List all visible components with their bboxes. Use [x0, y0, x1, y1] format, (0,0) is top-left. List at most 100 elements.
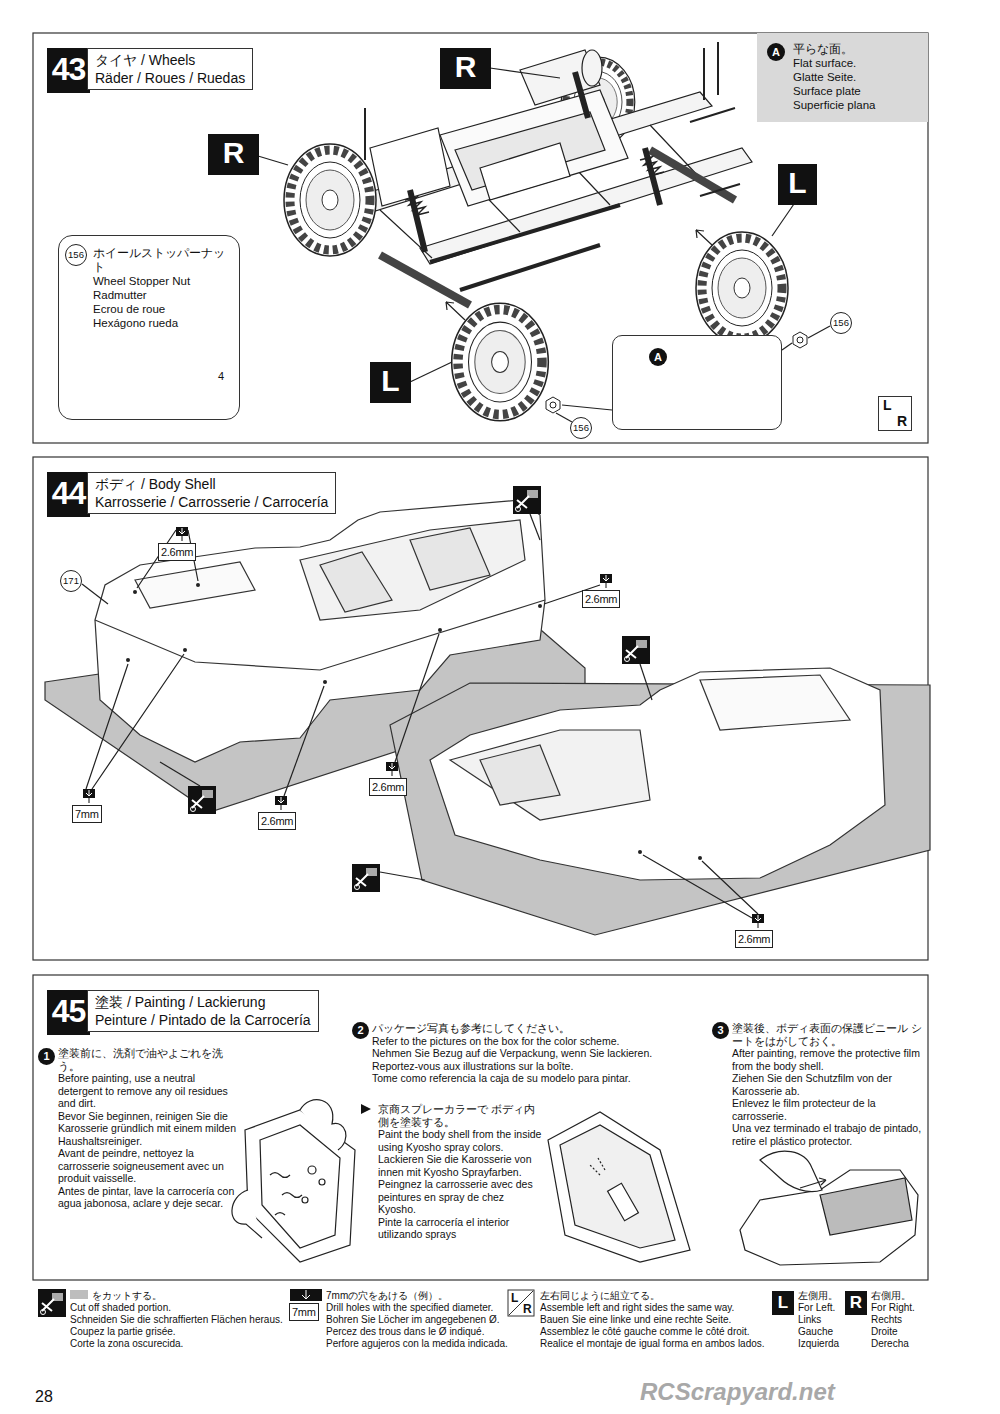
body-leader-lines	[137, 530, 198, 588]
legend-entry: Drill holes with the specified diameter.	[326, 1302, 511, 1314]
side-marker: L	[778, 164, 817, 205]
chassis-illustration	[430, 205, 620, 290]
legend-text: Cut off shaded portion.	[70, 1302, 171, 1313]
wheel-nuts	[793, 332, 807, 348]
watermark: RCScrapyard.net	[640, 1378, 835, 1406]
cut-icons	[513, 486, 541, 514]
legend-icons	[38, 1289, 66, 1317]
step-number: 3	[712, 1022, 729, 1039]
note-box: A平らな面。Flat surface.Glatte Seite.Surface …	[757, 33, 928, 122]
chassis-illustration	[380, 255, 470, 305]
spray-illustration	[548, 1112, 690, 1262]
dimension: 7mm	[72, 805, 102, 823]
node-text: R	[440, 48, 491, 86]
instruction-text: パッケージ写真も参考にしてください。	[372, 1022, 672, 1035]
text-column: 塗装後、ボディ表面の保護ビニール シートをはがしておく。After painti…	[732, 1022, 927, 1147]
instruction-text: Una vez terminado el trabajo de pintado,…	[732, 1122, 927, 1147]
dimension: 2.6mm	[735, 930, 773, 948]
cut-icons	[188, 786, 216, 814]
instruction-text: Tome como referencia la caja de su model…	[372, 1072, 672, 1085]
node-text: A	[767, 43, 785, 61]
legend-text: Rechts	[871, 1314, 902, 1325]
leader-lines	[258, 156, 288, 165]
node-text: Superficie plana	[793, 98, 924, 112]
wheel-nuts	[546, 397, 560, 413]
body-leader-lines	[640, 664, 652, 700]
wheels	[696, 232, 788, 344]
node-text: Radmutter	[93, 288, 235, 302]
body-leader-lines	[160, 762, 200, 786]
body-shell-left	[126, 658, 130, 662]
spray-illustration	[590, 1158, 605, 1175]
cleaning-illustration	[302, 1197, 308, 1203]
legend-text: 左側用。	[798, 1290, 838, 1301]
legend-text: 右側用。	[871, 1290, 911, 1301]
legend-column: 左右同じように組立てる。Assemble left and right side…	[540, 1290, 766, 1350]
cleaning-illustration	[260, 1125, 340, 1248]
node-text: ボディ / Body Shell	[95, 475, 328, 493]
leader-lines	[782, 343, 792, 350]
body-shell-left	[196, 583, 200, 587]
legend-icons	[509, 1291, 533, 1315]
body-shell-right	[700, 675, 850, 730]
film-removal-illustration	[740, 1151, 918, 1265]
node-text: タイヤ / Wheels	[95, 51, 245, 69]
dimension: 7mm	[289, 1303, 319, 1321]
body-shell-right	[480, 745, 560, 805]
drill-icons	[600, 574, 612, 588]
chassis-illustration	[410, 72, 660, 252]
legend-entry: Links	[798, 1314, 842, 1326]
part-box: 156ホイールストッパーナットWheel Stopper NutRadmutte…	[58, 235, 240, 420]
wheels	[452, 303, 549, 421]
legend-entry: Droite	[871, 1326, 929, 1338]
node-text: 45	[47, 990, 90, 1032]
node-text: Karrosserie / Carrosserie / Carrocería	[95, 493, 328, 511]
chassis-illustration	[365, 42, 740, 196]
cut-icons	[352, 864, 380, 892]
legend-entry: Coupez la partie grisée.	[70, 1326, 285, 1338]
legend-text: 左右同じように組立てる。	[540, 1290, 660, 1301]
leader-lines	[556, 413, 572, 422]
legend-entry: Assemblez le côté gauche comme le côté d…	[540, 1326, 766, 1338]
chassis-illustration	[405, 157, 664, 215]
body-shell-left	[323, 680, 327, 684]
legend-entry: 左右同じように組立てる。	[540, 1290, 766, 1302]
dimension: 4	[218, 370, 224, 383]
node-text: L	[778, 164, 817, 202]
node-text: 平らな面。	[793, 42, 924, 56]
legend-entry: For Right.	[871, 1302, 929, 1314]
node-text: Räder / Roues / Ruedas	[95, 69, 245, 87]
cleaning-illustration	[270, 1173, 302, 1216]
legend-text: For Left.	[798, 1302, 835, 1313]
body-shell-right	[450, 730, 650, 820]
legend-text: 7mmの穴をあける（例）。	[326, 1290, 448, 1301]
instruction-text: 塗装後、ボディ表面の保護ビニール シートをはがしておく。	[732, 1022, 927, 1047]
body-shell-left	[126, 583, 542, 684]
legend-text: Droite	[871, 1326, 898, 1337]
dimension: 2.6mm	[369, 778, 407, 796]
legend-entry: Izquierda	[798, 1338, 842, 1350]
leader-lines	[808, 326, 830, 338]
detail-box: A	[612, 335, 782, 430]
body-leader-lines	[380, 872, 425, 880]
body-shell-right	[638, 850, 642, 854]
legend-text: Assemble left and right sides the same w…	[540, 1302, 734, 1313]
legend-entry: 左側用。	[798, 1290, 842, 1302]
legend-icons	[508, 1290, 534, 1316]
instruction-text: Reportez-vous aux illustrations sur la b…	[372, 1060, 672, 1073]
instruction-text: Paint the body shell from the inside usi…	[378, 1128, 543, 1153]
instruction-text: Nehmen Sie Bezug auf die Verpackung, wen…	[372, 1047, 672, 1060]
legend-entry: Gauche	[798, 1326, 842, 1338]
leader-lines	[490, 68, 560, 78]
body-leader-lines	[82, 584, 108, 604]
step-number: 45	[47, 990, 90, 1035]
node-text: L	[883, 398, 892, 413]
node-text: A	[649, 348, 667, 366]
dimension: 2.6mm	[582, 590, 620, 608]
chassis-illustration	[650, 150, 735, 200]
text-column: パッケージ写真も参考にしてください。Refer to the pictures …	[372, 1022, 672, 1085]
body-shell-left	[135, 562, 255, 608]
step-arrow	[361, 1104, 371, 1114]
leader-lines	[696, 230, 712, 245]
leader-lines	[410, 362, 452, 382]
